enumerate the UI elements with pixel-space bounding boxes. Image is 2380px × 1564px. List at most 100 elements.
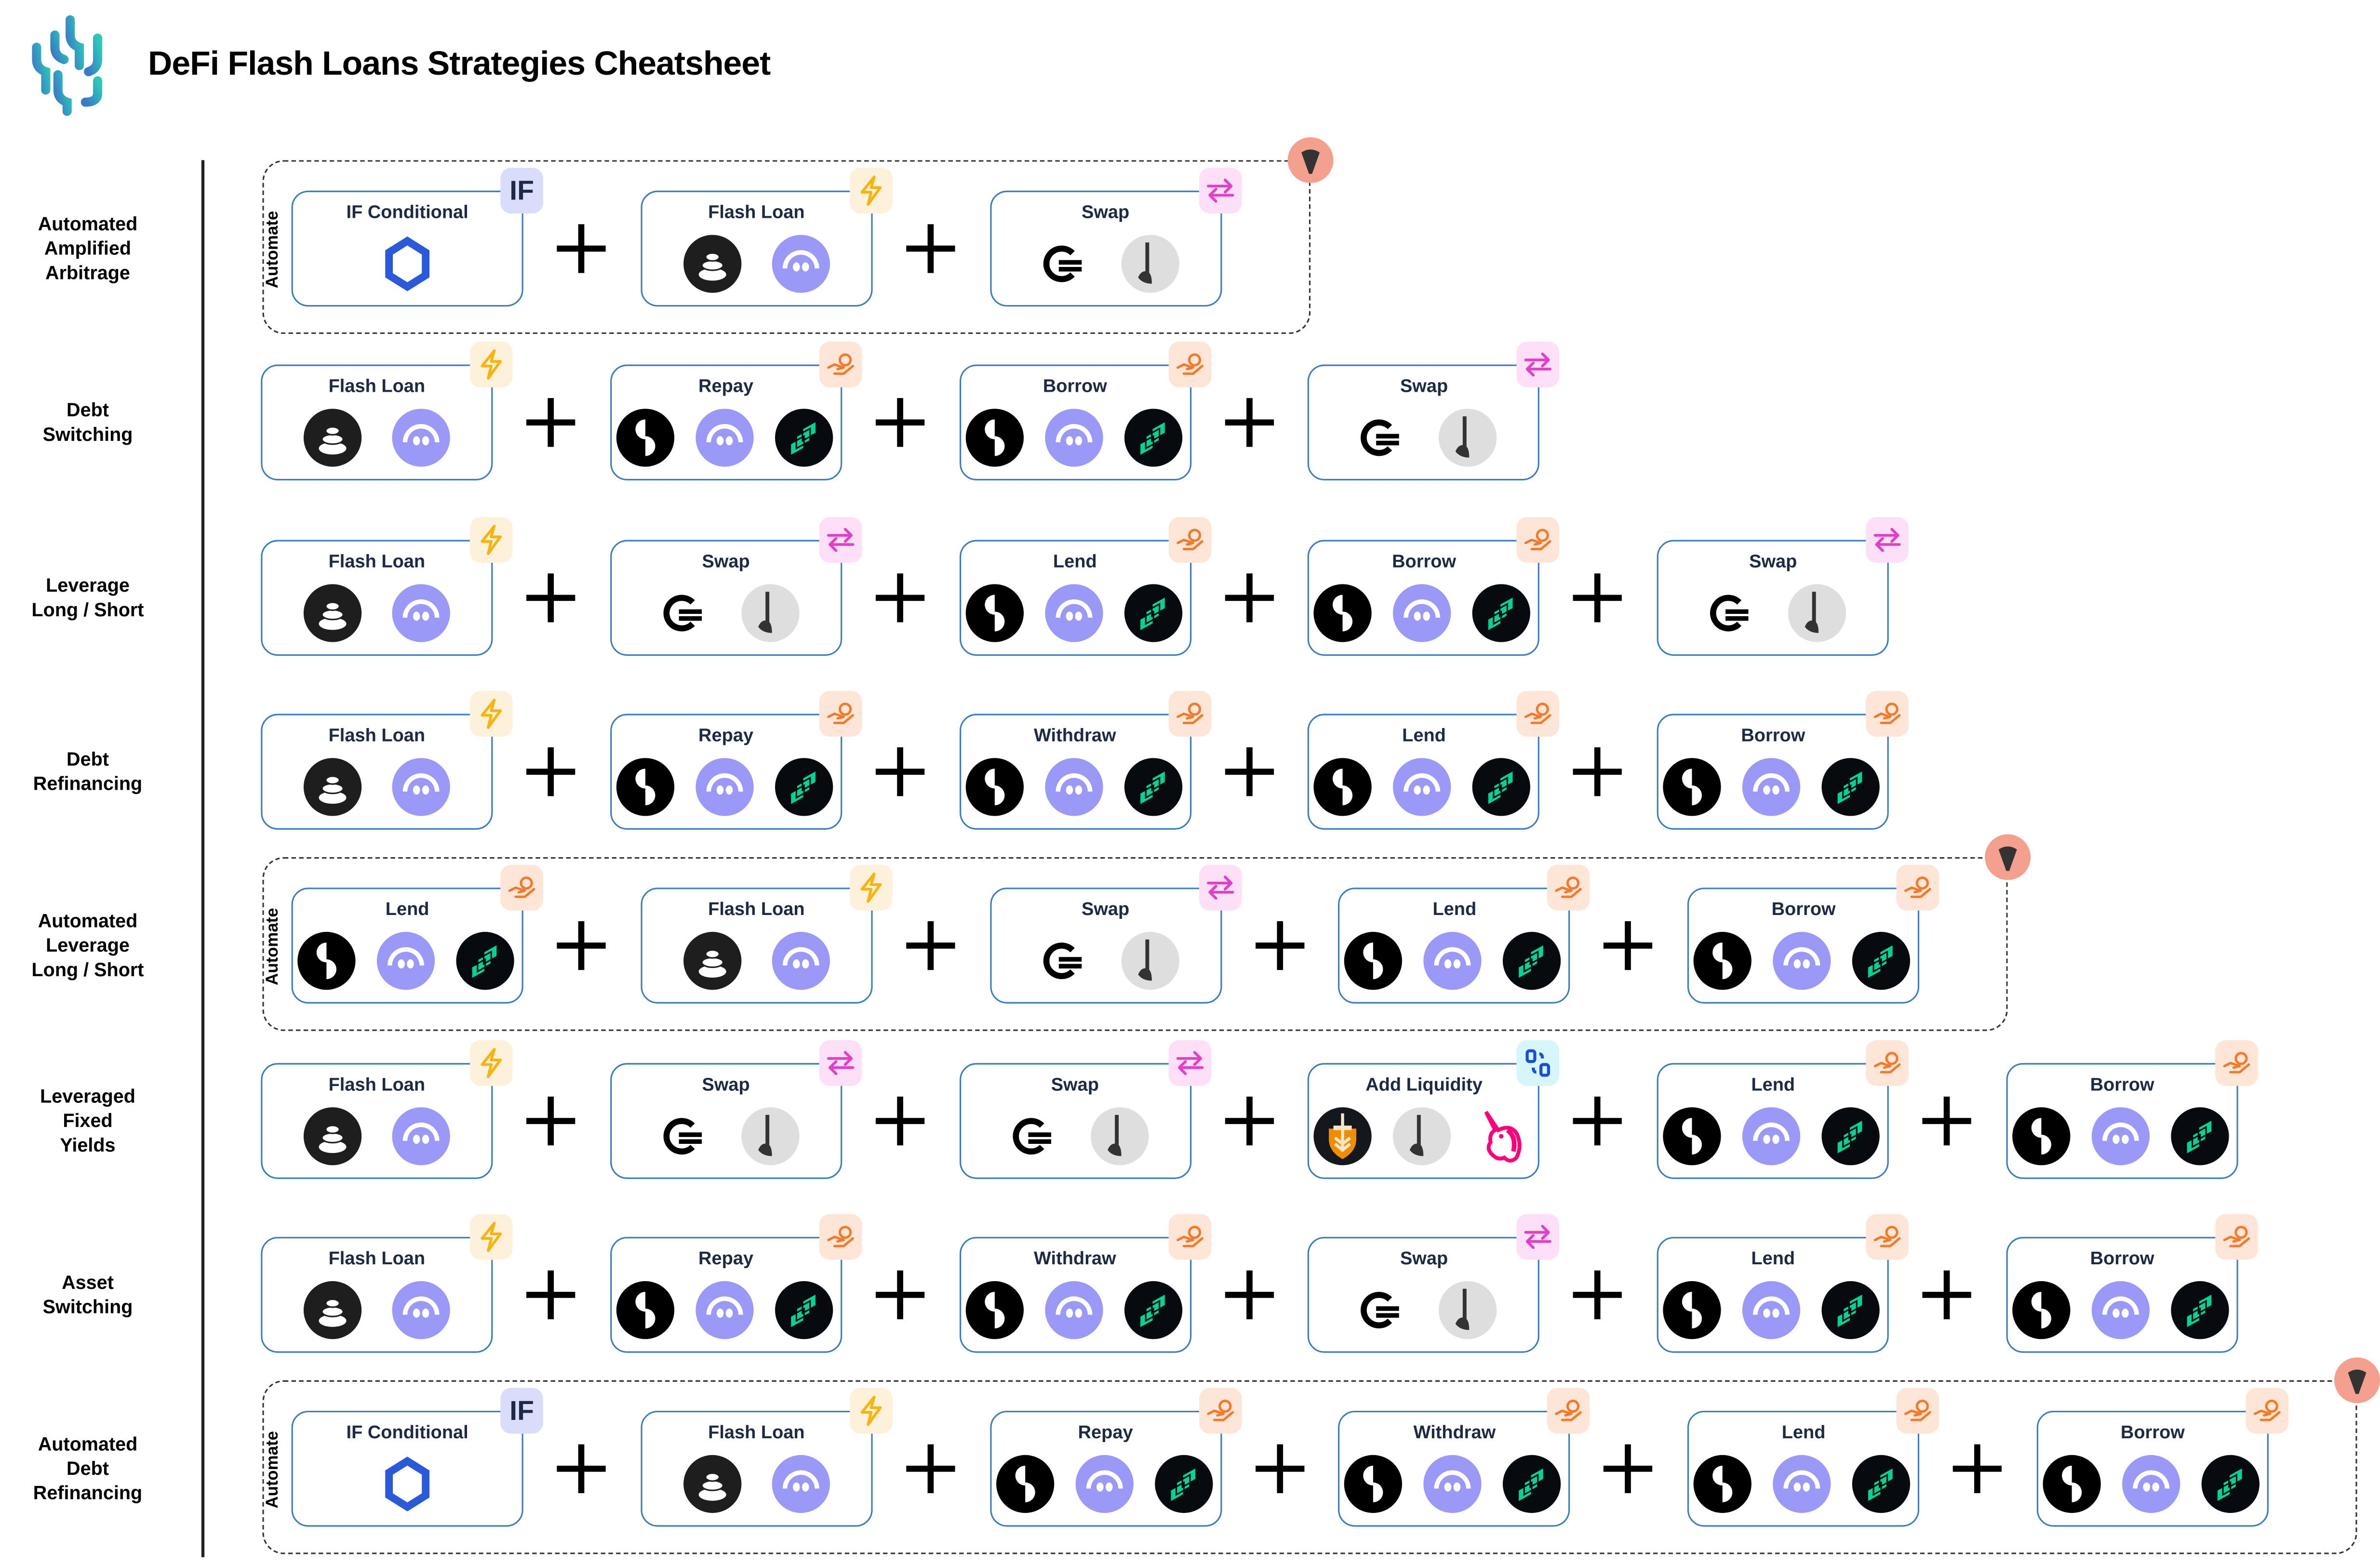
pendulum-dex-icon	[740, 582, 801, 643]
step-card-repay[interactable]: Repay	[610, 1236, 842, 1353]
step-card-swap[interactable]: Swap	[610, 539, 842, 655]
swap-aggregator-icon	[1031, 930, 1092, 992]
compound-icon	[455, 930, 516, 992]
split-lending-icon	[615, 756, 676, 818]
step-title: Borrow	[1741, 724, 1805, 746]
split-lending-icon	[1692, 930, 1753, 992]
lightning-badge-icon	[469, 1214, 513, 1259]
step-card-withdraw[interactable]: Withdraw	[1338, 1411, 1571, 1527]
compound-icon	[2200, 1454, 2261, 1515]
step-card-borrow[interactable]: Borrow	[1687, 888, 1920, 1004]
balancer-icon	[302, 1279, 363, 1340]
step-card-flash-loan[interactable]: Flash Loan	[261, 365, 493, 481]
step-card-swap[interactable]: Swap	[1308, 365, 1540, 481]
step-card-flash-loan[interactable]: Flash Loan	[261, 1236, 493, 1353]
balancer-icon	[682, 233, 743, 294]
step-card-lend[interactable]: Lend	[959, 539, 1191, 655]
step-card-add-liquidity[interactable]: Add Liquidity	[1308, 1062, 1540, 1179]
pendulum-dex-icon	[1787, 582, 1848, 643]
step-card-flash-loan[interactable]: Flash Loan	[640, 1411, 872, 1527]
step-title: Borrow	[2090, 1073, 2154, 1095]
chainlink-icon	[377, 1454, 438, 1515]
step-card-if-conditional[interactable]: IF Conditional	[291, 1411, 523, 1527]
lightning-badge-icon	[469, 516, 513, 562]
euler-icon	[1772, 930, 1833, 992]
step-card-swap[interactable]: Swap	[1308, 1236, 1540, 1353]
euler-icon	[694, 1279, 755, 1340]
step-title: Swap	[1082, 899, 1130, 920]
step-title: Swap	[1082, 201, 1130, 223]
step-title: Lend	[1053, 550, 1097, 571]
step-card-lend[interactable]: Lend	[1687, 1411, 1920, 1527]
row-label: Automated Leverage Long / Short	[31, 911, 144, 981]
step-card-borrow[interactable]: Borrow	[959, 365, 1191, 481]
if-badge: IF	[500, 168, 543, 214]
step-card-flash-loan[interactable]: Flash Loan	[261, 539, 493, 655]
swap-aggregator-icon	[1000, 1105, 1061, 1166]
step-title: Flash Loan	[328, 550, 426, 571]
step-card-borrow[interactable]: Borrow	[2006, 1236, 2238, 1353]
hand-coin-badge-icon	[1198, 1388, 1242, 1434]
split-lending-icon	[2011, 1105, 2072, 1166]
balancer-icon	[682, 1454, 743, 1515]
swap-arrows-badge-icon	[1866, 516, 1909, 562]
step-card-borrow[interactable]: Borrow	[1657, 714, 1889, 830]
row-label: Debt Refinancing	[33, 748, 143, 795]
hand-coin-badge-icon	[1897, 865, 1939, 911]
step-title: Repay	[698, 724, 754, 746]
step-card-lend[interactable]: Lend	[1657, 1236, 1889, 1353]
plus-icon	[875, 747, 924, 796]
step-card-lend[interactable]: Lend	[291, 888, 523, 1004]
step-card-repay[interactable]: Repay	[989, 1411, 1222, 1527]
euler-icon	[390, 756, 452, 818]
plus-icon	[526, 1096, 575, 1145]
step-title: Lend	[1432, 899, 1477, 920]
hand-coin-badge-icon	[1547, 865, 1591, 911]
euler-icon	[770, 930, 831, 992]
step-card-flash-loan[interactable]: Flash Loan	[261, 1062, 493, 1179]
hand-coin-badge-icon	[1866, 1039, 1909, 1086]
hand-coin-badge-icon	[1866, 1214, 1909, 1259]
euler-icon	[1422, 930, 1484, 992]
compound-icon	[1502, 930, 1563, 992]
plus-icon	[875, 1270, 924, 1319]
compound-icon	[1122, 582, 1183, 643]
automate-label: Automate	[264, 211, 282, 289]
step-card-flash-loan[interactable]: Flash Loan	[640, 190, 872, 307]
step-card-swap[interactable]: Swap	[989, 190, 1222, 307]
step-card-lend[interactable]: Lend	[1338, 888, 1571, 1004]
step-card-swap[interactable]: Swap	[610, 1062, 842, 1179]
step-card-borrow[interactable]: Borrow	[2036, 1411, 2269, 1527]
step-card-withdraw[interactable]: Withdraw	[959, 1236, 1191, 1353]
compound-icon	[1122, 1279, 1183, 1340]
step-card-if-conditional[interactable]: IF Conditional	[291, 190, 523, 307]
euler-icon	[1422, 1454, 1484, 1515]
step-card-flash-loan[interactable]: Flash Loan	[640, 888, 872, 1004]
hand-coin-badge-icon	[819, 1214, 862, 1259]
plus-icon	[557, 921, 606, 970]
step-card-flash-loan[interactable]: Flash Loan	[261, 714, 493, 830]
step-title: Repay	[698, 375, 754, 397]
plus-icon	[1255, 1444, 1304, 1494]
plus-icon	[1224, 1096, 1273, 1145]
swap-aggregator-icon	[1349, 408, 1410, 469]
step-card-lend[interactable]: Lend	[1308, 714, 1540, 830]
step-card-swap[interactable]: Swap	[959, 1062, 1191, 1179]
step-card-swap[interactable]: Swap	[989, 888, 1222, 1004]
step-card-repay[interactable]: Repay	[610, 714, 842, 830]
step-card-borrow[interactable]: Borrow	[1308, 539, 1540, 655]
split-lending-icon	[2011, 1279, 2072, 1340]
step-card-repay[interactable]: Repay	[610, 365, 842, 481]
step-title: Flash Loan	[328, 1073, 426, 1095]
step-card-swap[interactable]: Swap	[1657, 539, 1889, 655]
hand-coin-badge-icon	[2215, 1039, 2258, 1086]
plus-icon	[526, 1270, 575, 1319]
step-card-borrow[interactable]: Borrow	[2006, 1062, 2238, 1179]
step-card-lend[interactable]: Lend	[1657, 1062, 1889, 1179]
step-title: Add Liquidity	[1365, 1073, 1483, 1095]
plus-icon	[1224, 1270, 1273, 1319]
plus-icon	[906, 921, 955, 970]
step-title: Borrow	[1043, 375, 1107, 397]
hand-coin-badge-icon	[1897, 1388, 1939, 1434]
step-card-withdraw[interactable]: Withdraw	[959, 714, 1191, 830]
